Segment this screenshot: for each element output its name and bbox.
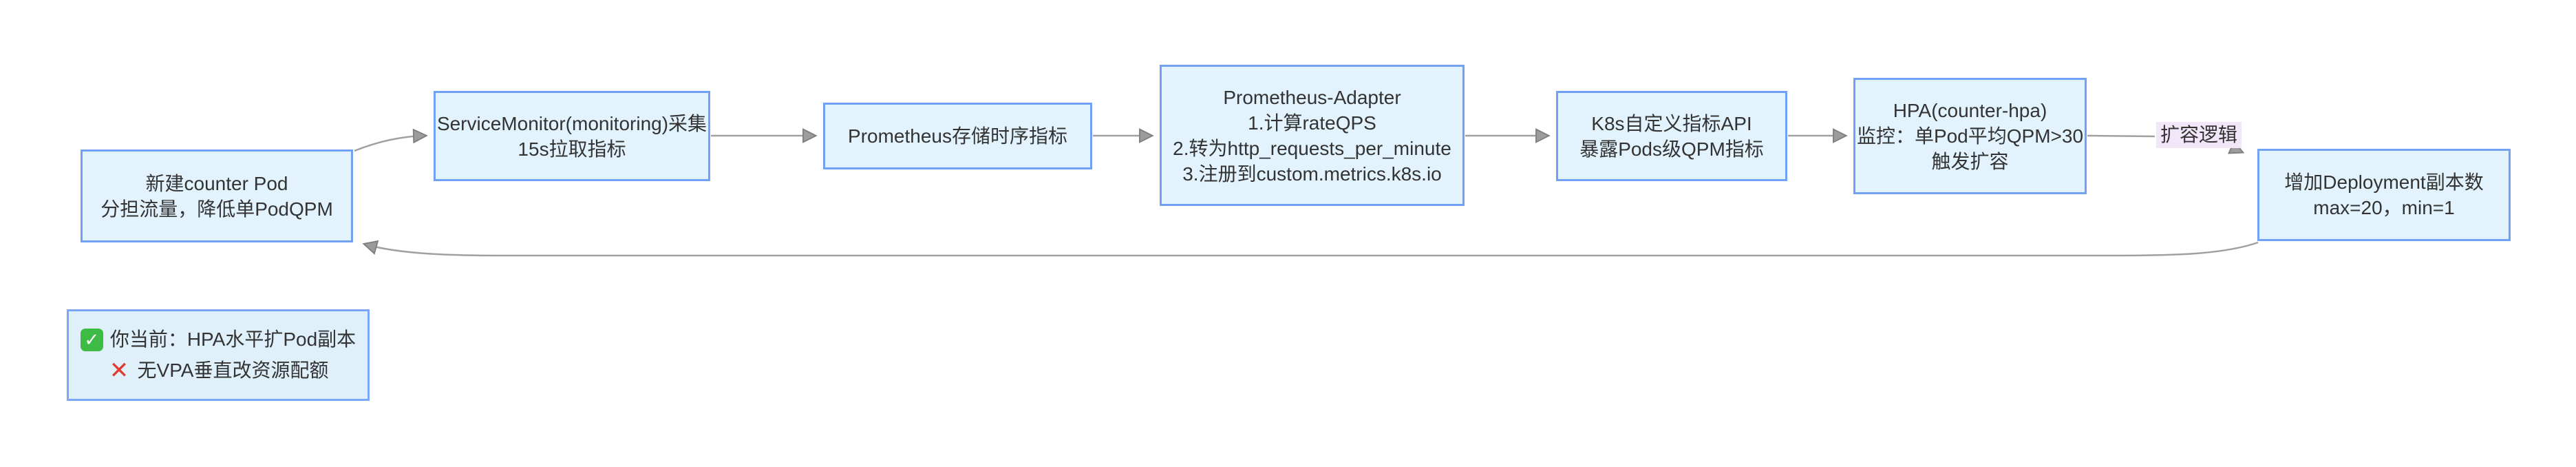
node-line: ServiceMonitor(monitoring)采集 [436, 112, 707, 134]
node-line: 1.计算rateQPS [1248, 112, 1376, 134]
node-line: 新建counter Pod [145, 172, 288, 194]
node-line: HPA(counter-hpa) [1893, 100, 2047, 121]
node-hpa: HPA(counter-hpa) 监控：单Pod平均QPM>30 触发扩容 [1853, 78, 2087, 194]
node-line: max=20，min=1 [2313, 197, 2455, 218]
cross-icon: ✕ [109, 357, 129, 384]
node-line: 分担流量，降低单PodQPM [100, 198, 333, 220]
node-prometheus-adapter: Prometheus-Adapter 1.计算rateQPS 2.转为http_… [1160, 65, 1465, 206]
node-k8s-custom-metrics-api: K8s自定义指标API 暴露Pods级QPM指标 [1556, 91, 1787, 181]
node-increase-deployment-replicas: 增加Deployment副本数 max=20，min=1 [2257, 149, 2511, 241]
node-line: 增加Deployment副本数 [2284, 172, 2484, 193]
node-line: 2.转为http_requests_per_minute [1173, 137, 1451, 159]
node-new-counter-pod: 新建counter Pod 分担流量，降低单PodQPM [81, 149, 353, 242]
arrow-pod-to-servicemonitor [354, 136, 424, 152]
edge-label-scaling-logic: 扩容逻辑 [2156, 122, 2242, 148]
note-row-vpa: ✕ 无VPA垂直改资源配额 [108, 358, 329, 383]
node-line: 15s拉取指标 [518, 138, 626, 160]
node-line: 监控：单Pod平均QPM>30 [1856, 125, 2084, 147]
note-text-vpa: 无VPA垂直改资源配额 [137, 360, 329, 381]
node-servicemonitor: ServiceMonitor(monitoring)采集 15s拉取指标 [434, 91, 710, 181]
note-text-hpa: 你当前：HPA水平扩Pod副本 [109, 329, 356, 350]
check-icon: ✓ [80, 328, 103, 351]
node-line: 暴露Pods级QPM指标 [1579, 138, 1764, 160]
arrow-deployment-return-to-pod [366, 242, 2259, 257]
node-line: Prometheus存储时序指标 [848, 125, 1067, 147]
node-line: K8s自定义指标API [1591, 112, 1752, 134]
node-line: 3.注册到custom.metrics.k8s.io [1182, 163, 1442, 185]
note-row-hpa: ✓ 你当前：HPA水平扩Pod副本 [80, 327, 356, 352]
note-current-setup: ✓ 你当前：HPA水平扩Pod副本 ✕ 无VPA垂直改资源配额 [67, 309, 370, 401]
node-line: 触发扩容 [1931, 151, 2009, 172]
node-line: Prometheus-Adapter [1223, 86, 1401, 108]
node-prometheus: Prometheus存储时序指标 [823, 103, 1092, 169]
